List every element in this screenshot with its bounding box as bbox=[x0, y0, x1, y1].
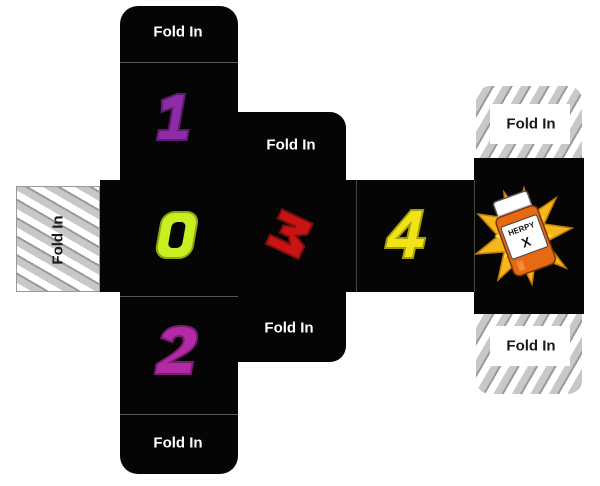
die-face-four-numeral bbox=[383, 209, 427, 259]
top-fold-label: Fold In bbox=[153, 23, 203, 41]
right-lower-label-bg bbox=[490, 326, 570, 366]
right-lower-fold-label: Fold In bbox=[506, 337, 556, 355]
score-line bbox=[474, 180, 475, 292]
numeral-one-shape bbox=[155, 93, 190, 141]
right-upper-fold-label: Fold In bbox=[506, 115, 556, 133]
score-line bbox=[120, 296, 238, 297]
inner-lower-flap bbox=[238, 292, 346, 362]
score-line bbox=[120, 414, 238, 415]
die-face-three-numeral bbox=[264, 207, 315, 261]
score-line bbox=[120, 62, 238, 63]
inner-upper-fold-label: Fold In bbox=[266, 136, 316, 154]
score-line bbox=[356, 180, 357, 292]
left-fold-label: Fold In bbox=[49, 215, 67, 265]
die-face-pill-bottle: HERPY X bbox=[473, 185, 575, 287]
left-fold-tab bbox=[16, 186, 100, 292]
inner-lower-fold-label: Fold In bbox=[264, 319, 314, 337]
die-face-zero-numeral bbox=[155, 211, 199, 259]
inner-upper-flap bbox=[238, 112, 346, 180]
die-face-one-numeral bbox=[155, 93, 190, 141]
die-face-two-numeral bbox=[153, 324, 199, 375]
bottom-fold-label: Fold In bbox=[153, 434, 203, 452]
right-upper-label-bg bbox=[490, 104, 570, 144]
